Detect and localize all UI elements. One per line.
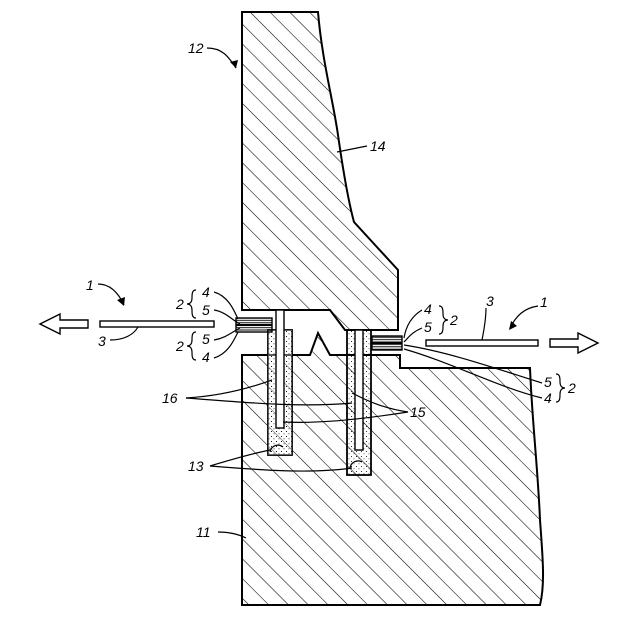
carrier-strip-right [426, 340, 538, 346]
arrow-right-icon [550, 333, 598, 353]
label-5-left-bottom: 5 [202, 331, 210, 347]
label-4-left-bottom: 4 [202, 349, 210, 365]
label-5-left-top: 5 [202, 302, 210, 318]
label-5-right-bottom: 5 [544, 374, 552, 390]
label-11: 11 [196, 524, 211, 540]
film-stack-right [372, 336, 402, 350]
label-3-right: 3 [486, 293, 494, 309]
pin-right [355, 330, 363, 450]
pin-left [276, 310, 284, 428]
label-4-right-bottom: 4 [544, 390, 552, 406]
label-12: 12 [188, 40, 204, 56]
film-stack-left [236, 318, 272, 332]
label-4-left-top: 4 [202, 284, 210, 300]
label-1-right: 1 [540, 294, 548, 310]
upper-body-12 [242, 12, 398, 330]
label-4-right-top: 4 [424, 301, 432, 317]
label-2-left-bottom: 2 [175, 338, 184, 354]
arrow-left-icon [40, 314, 88, 334]
label-2-right-top: 2 [449, 312, 458, 328]
label-14: 14 [370, 138, 386, 154]
label-1-left: 1 [86, 277, 94, 293]
label-2-right-bottom: 2 [567, 380, 576, 396]
label-16: 16 [162, 390, 178, 406]
label-13: 13 [188, 458, 204, 474]
label-15: 15 [410, 404, 426, 420]
label-2-left-top: 2 [175, 296, 184, 312]
label-5-right-top: 5 [424, 319, 432, 335]
carrier-strip-left [100, 321, 214, 327]
label-3-left: 3 [98, 333, 106, 349]
